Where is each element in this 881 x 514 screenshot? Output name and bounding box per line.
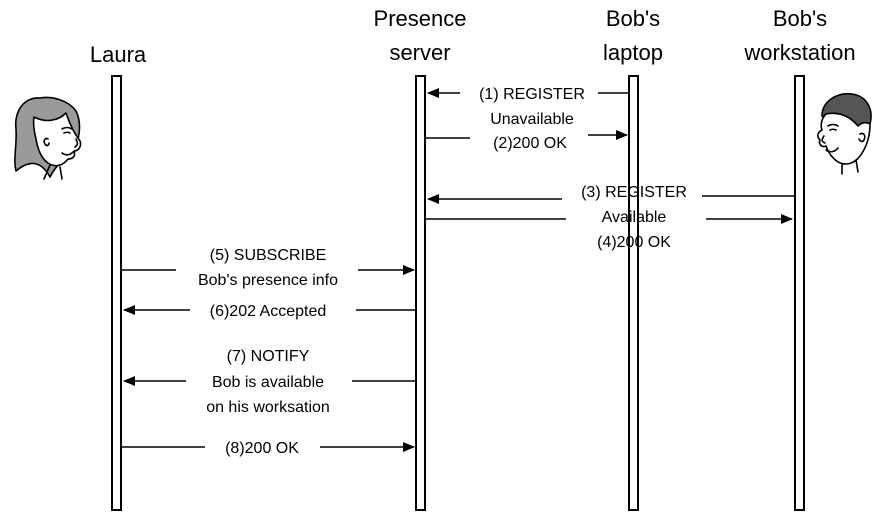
- lifeline-server: [416, 76, 425, 510]
- lifeline-laura: [112, 76, 121, 510]
- participant-workstation-label-line2: workstation: [743, 40, 855, 65]
- lifeline-workstation: [795, 76, 804, 510]
- message-3-label-line1: (3) REGISTER: [581, 184, 687, 201]
- message-8-label: (8)200 OK: [225, 440, 299, 457]
- participant-laptop-label-line2: laptop: [603, 40, 663, 65]
- participant-workstation-label-line1: Bob's: [773, 6, 827, 31]
- participant-server-label-line2: server: [389, 40, 450, 65]
- message-7-label-line3: on his worksation: [206, 399, 330, 416]
- lifeline-laptop: [629, 76, 638, 510]
- participant-laura-label: Laura: [90, 42, 147, 67]
- message-4-label: (4)200 OK: [597, 234, 671, 251]
- participant-laptop-label-line1: Bob's: [606, 6, 660, 31]
- message-6-label: (6)202 Accepted: [210, 303, 327, 320]
- message-7-label-line1: (7) NOTIFY: [227, 348, 310, 365]
- message-5-label-line2: Bob's presence info: [198, 272, 338, 289]
- message-7-label-line2: Bob is available: [212, 374, 324, 391]
- message-3-label-line2: Available: [602, 209, 667, 226]
- woman-face-icon: [15, 98, 81, 179]
- message-1-label-line1: (1) REGISTER: [479, 86, 585, 103]
- man-face-icon: [818, 94, 871, 174]
- message-1-label-line2: Unavailable: [490, 111, 574, 128]
- participant-server-label-line1: Presence: [374, 6, 467, 31]
- message-5-label-line1: (5) SUBSCRIBE: [210, 247, 326, 264]
- message-2-label: (2)200 OK: [493, 135, 567, 152]
